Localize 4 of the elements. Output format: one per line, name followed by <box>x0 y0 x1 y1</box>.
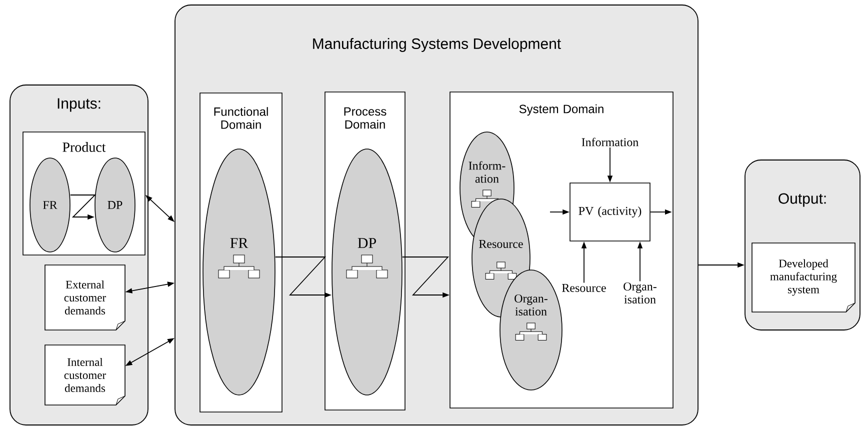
arrow-label: Organ- isation <box>624 282 656 304</box>
arrow-label: Resource <box>562 284 606 292</box>
activity-box: PV (activity) <box>570 182 650 242</box>
arrow-label: Information <box>582 138 638 146</box>
